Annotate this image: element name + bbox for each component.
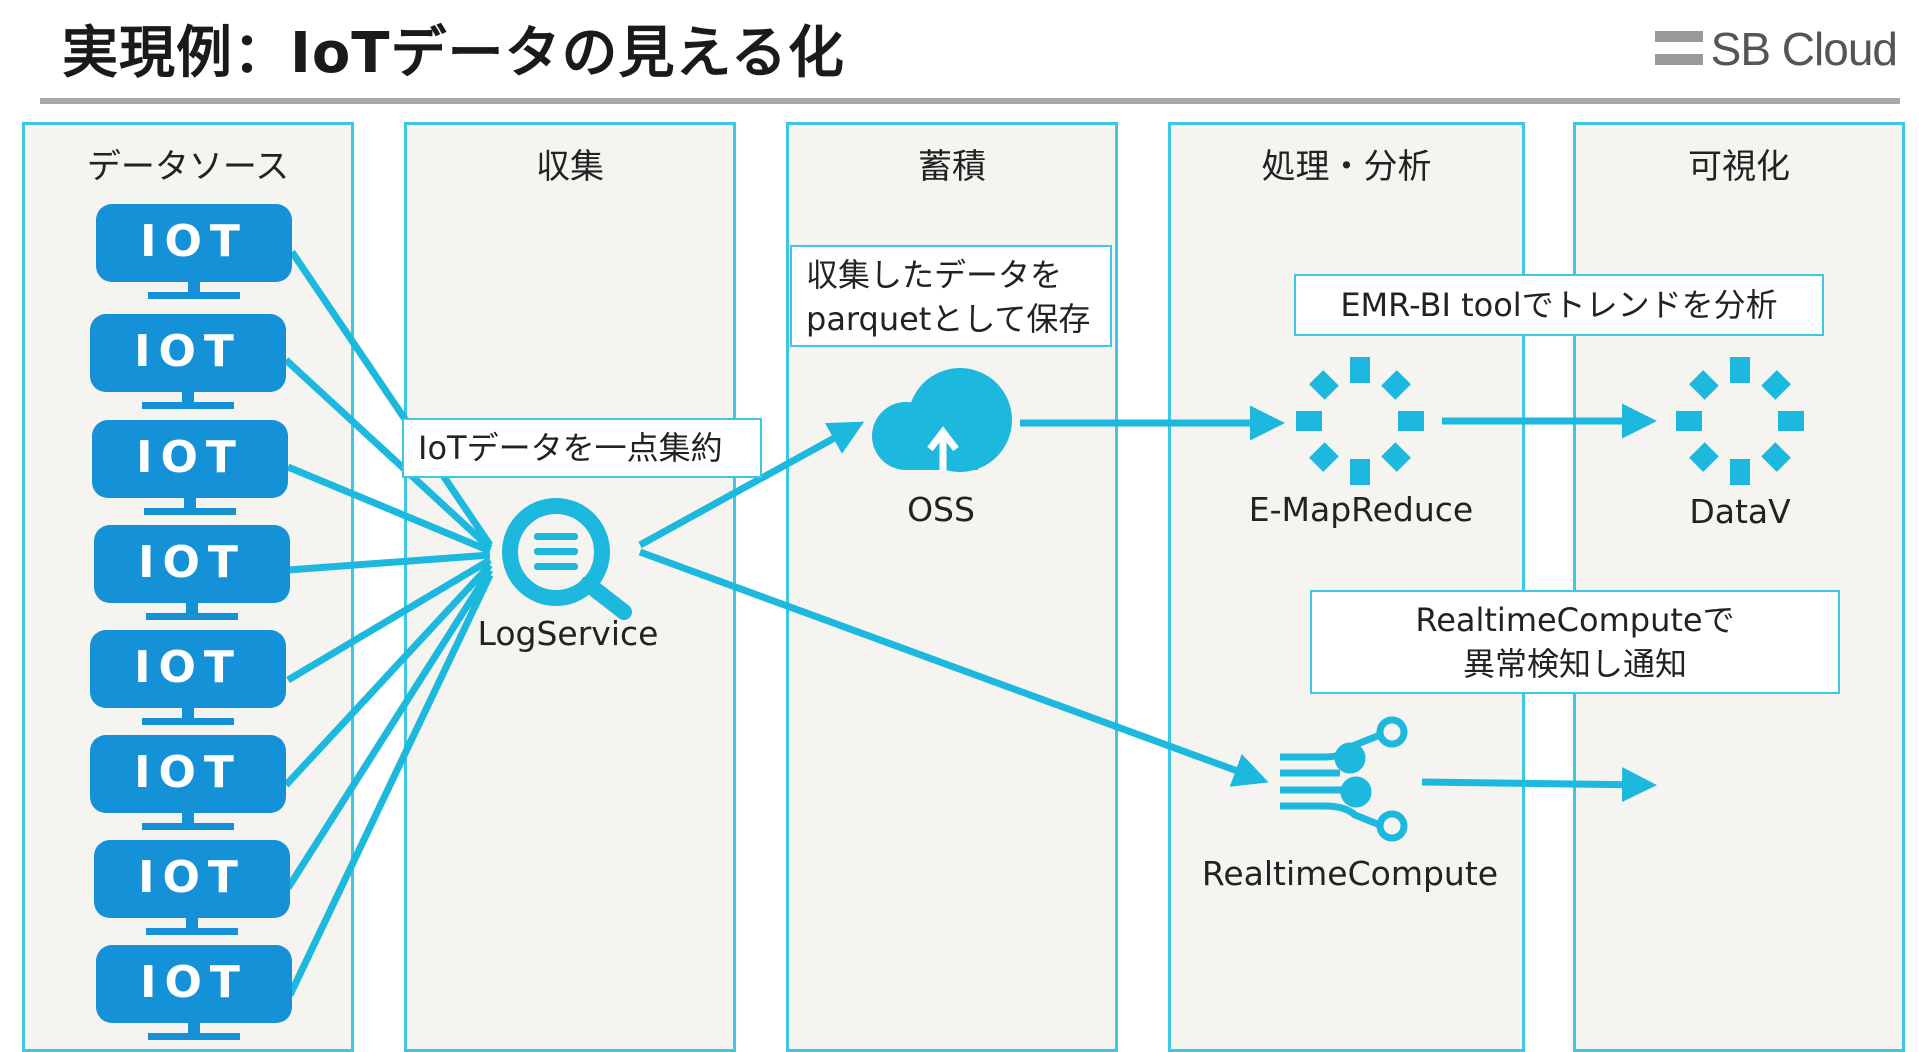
sb-cloud-logo: SB Cloud xyxy=(1654,22,1898,76)
arrow-logservice-to-realtime xyxy=(638,548,1269,787)
column-collect: 収集 xyxy=(404,122,736,1052)
datav-icon xyxy=(1676,357,1804,485)
iot-label: IOT xyxy=(134,747,242,798)
arrow-realtime-to-notify xyxy=(1421,767,1657,803)
iot-device-icon: IOT xyxy=(94,525,290,625)
emr-icon xyxy=(1296,357,1424,485)
note-analyze: EMR-BI toolでトレンドを分析 xyxy=(1294,274,1824,336)
iot-label: IOT xyxy=(138,537,246,588)
iot-device-icon: IOT xyxy=(92,420,288,520)
column-header-collect: 収集 xyxy=(536,147,604,187)
realtime-label: RealtimeCompute xyxy=(1201,854,1499,893)
iot-device-icon: IOT xyxy=(90,735,286,835)
note-collect-text: IoTデータを一点集約 xyxy=(418,429,723,467)
emr-label: E-MapReduce xyxy=(1248,490,1474,529)
column-header-process: 処理・分析 xyxy=(1261,147,1432,187)
oss-cloud-icon xyxy=(872,368,1012,472)
realtime-compute-icon xyxy=(1280,716,1408,842)
column-header-datasource: データソース xyxy=(86,147,290,187)
iot-device-icon: IOT xyxy=(94,840,290,940)
iot-device-icon: IOT xyxy=(90,630,286,730)
note-realtime-line2: 異常検知し通知 xyxy=(1462,645,1687,683)
iot-to-logservice-lines xyxy=(283,250,494,997)
note-store-line2: parquetとして保存 xyxy=(806,300,1091,338)
title-divider xyxy=(40,98,1900,104)
logo-bars-icon xyxy=(1654,27,1703,71)
note-realtime: RealtimeComputeで 異常検知し通知 xyxy=(1310,590,1840,694)
logo-text: SB Cloud xyxy=(1710,23,1898,75)
iot-label: IOT xyxy=(138,852,246,903)
note-collect: IoTデータを一点集約 xyxy=(402,418,762,478)
oss-label: OSS xyxy=(907,490,975,529)
logservice-label: LogService xyxy=(477,614,659,653)
note-store-line1: 収集したデータを xyxy=(806,256,1063,294)
iot-label: IOT xyxy=(140,216,248,267)
note-realtime-line1: RealtimeComputeで xyxy=(1415,601,1735,639)
column-header-visualize: 可視化 xyxy=(1688,147,1790,187)
iot-label: IOT xyxy=(136,432,244,483)
note-store: 収集したデータを parquetとして保存 xyxy=(790,245,1112,347)
page-title: 実現例：IoTデータの見える化 xyxy=(62,21,845,86)
note-analyze-text: EMR-BI toolでトレンドを分析 xyxy=(1340,286,1778,324)
arrow-logservice-to-oss xyxy=(638,421,865,549)
iot-label: IOT xyxy=(134,326,242,377)
datav-label: DataV xyxy=(1689,492,1791,531)
logservice-icon xyxy=(502,498,632,620)
iot-label: IOT xyxy=(134,642,242,693)
iot-device-icon: IOT xyxy=(96,945,292,1045)
iot-device-icon: IOT xyxy=(96,204,292,304)
iot-label: IOT xyxy=(140,957,248,1008)
iot-device-icon: IOT xyxy=(90,314,286,414)
column-header-store: 蓄積 xyxy=(918,147,986,187)
